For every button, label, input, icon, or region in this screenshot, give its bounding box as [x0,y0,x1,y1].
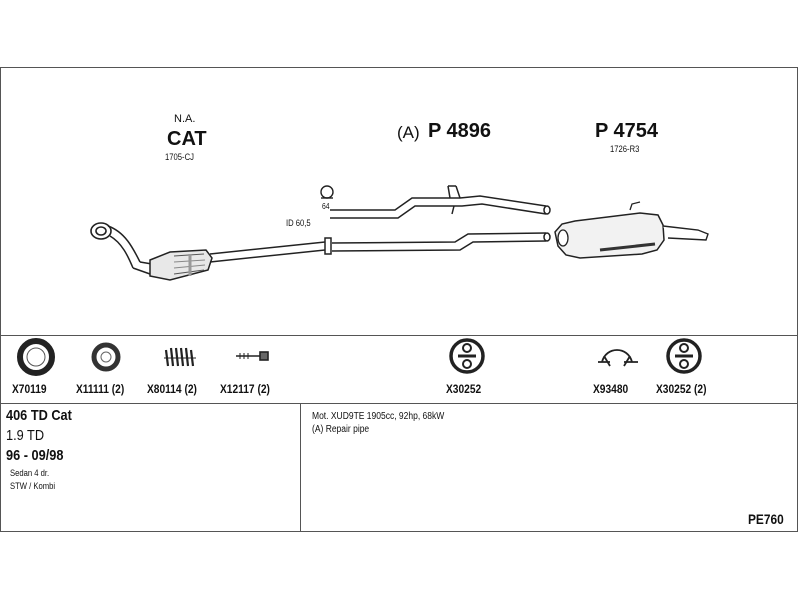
front-pipe [107,225,153,275]
catalytic-converter [149,249,213,281]
clamp-icon [598,349,638,367]
vehicle-body: Sedan 4 dr. [10,468,50,478]
divider-line [300,403,301,532]
gasket-ring-icon [17,338,55,376]
pipe-diameter-label: ID 60,5 [286,218,311,228]
ring-icon [91,342,121,372]
front-flange [90,222,112,240]
reference-code: PE760 [748,511,784,527]
cat-code: 1705-CJ [165,152,194,162]
divider-line [0,335,798,336]
part-code: X30252 (2) [656,382,707,396]
vehicle-body: STW / Kombi [10,481,56,491]
center-pipe [330,185,551,252]
rear-silencer [554,201,709,259]
bolt-icon [236,351,269,361]
part-code: X30252 [446,382,482,396]
clamp-size-label: 64 [322,202,330,211]
part-code: X93480 [593,382,629,396]
rear-part-number: P 4754 [595,120,659,142]
repair-note: (A) Repair pipe [312,424,370,435]
center-prefix: (A) [397,123,420,142]
vehicle-engine: 1.9 TD [6,427,45,444]
spring-icon [164,347,196,367]
part-code: X11111 (2) [76,382,125,396]
rubber-hanger-icon [449,338,485,374]
center-part-number: P 4896 [428,120,492,142]
clamp-icon [320,185,334,199]
part-code: X70119 [12,382,47,396]
diagram-frame [0,67,798,532]
cat-na-label: N.A. [174,113,196,125]
motor-note: Mot. XUD9TE 1905cc, 92hp, 68kW [312,411,445,422]
mid-pipe [209,237,332,263]
part-code: X12117 (2) [220,382,270,396]
divider-line [0,403,798,404]
vehicle-model: 406 TD Cat [6,407,72,424]
vehicle-years: 96 - 09/98 [6,447,64,464]
cat-title: CAT [167,128,207,150]
rear-code: 1726-R3 [610,144,640,154]
part-code: X80114 (2) [147,382,197,396]
rubber-hanger-icon [666,338,702,374]
